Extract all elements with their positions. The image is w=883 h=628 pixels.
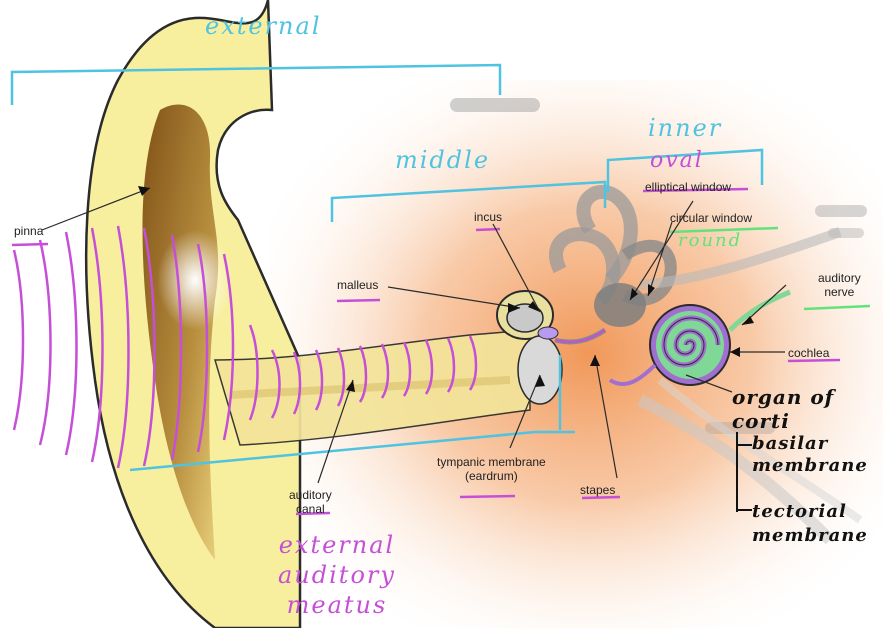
label-malleus: malleus	[337, 278, 378, 292]
annotation-basilar-membrane: basilar membrane	[752, 433, 868, 477]
annotation-round: round	[678, 232, 742, 250]
label-pinna: pinna	[14, 224, 43, 238]
label-incus: incus	[474, 210, 502, 224]
annotation-external: external	[205, 14, 322, 38]
pinna-shape	[86, 0, 300, 628]
annotation-oval: oval	[650, 150, 704, 172]
annotation-external-auditory-meatus: external auditory meatus	[278, 530, 396, 620]
annotation-inner: inner	[648, 116, 722, 140]
label-circular-window: circular window	[670, 211, 752, 225]
label-stapes: stapes	[580, 483, 615, 497]
annotation-middle: middle	[395, 148, 490, 172]
annotation-tectorial-membrane: tectorial membrane	[752, 500, 868, 548]
label-auditory-canal: auditory canal	[289, 488, 332, 516]
label-tympanic-membrane: tympanic membrane (eardrum)	[437, 455, 546, 483]
blurred-label	[815, 205, 867, 217]
blurred-label	[450, 98, 540, 112]
label-cochlea: cochlea	[788, 346, 829, 360]
annotation-organ-of-corti: organ of corti	[732, 385, 834, 433]
label-auditory-nerve: auditory nerve	[818, 271, 861, 299]
label-elliptical-window: elliptical window	[645, 180, 731, 194]
